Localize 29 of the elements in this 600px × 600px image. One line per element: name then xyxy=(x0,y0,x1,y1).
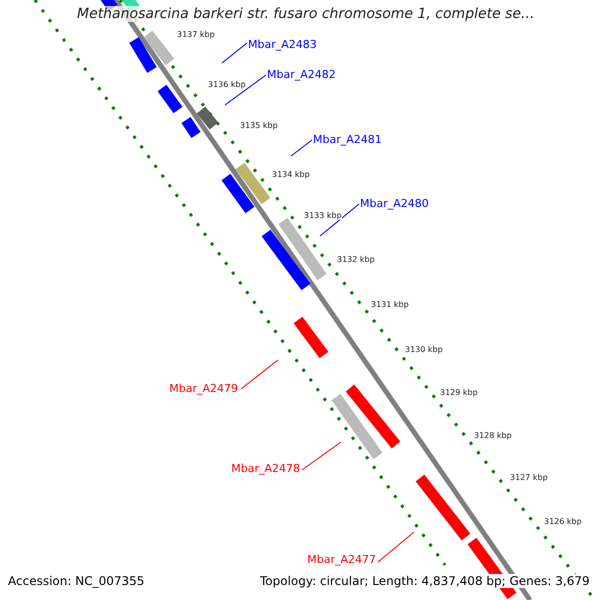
gene-label: Mbar_A2478 xyxy=(231,462,300,475)
leader-line xyxy=(320,204,360,236)
leader-line xyxy=(378,532,414,562)
gene-label: Mbar_A2477 xyxy=(307,553,376,566)
scale-label: 3130 kbp xyxy=(405,345,443,354)
scale-label: 3134 kbp xyxy=(272,170,310,179)
scale-label: 3132 kbp xyxy=(337,255,375,264)
scale-label: 3126 kbp xyxy=(544,517,582,526)
scale-label: 3133 kbp xyxy=(304,211,342,220)
leader-line xyxy=(224,74,266,106)
scale-label: 3131 kbp xyxy=(371,300,409,309)
leader-line xyxy=(240,360,278,390)
info-text: Topology: circular; Length: 4,837,408 bp; Genes: 3,679 xyxy=(260,574,590,588)
gene-label: Mbar_A2480 xyxy=(360,197,429,210)
gene-label: Mbar_A2483 xyxy=(248,38,317,51)
scale-label: 3137 kbp xyxy=(177,30,215,39)
leader-line xyxy=(302,442,342,470)
scale-label: 3128 kbp xyxy=(474,431,512,440)
leader-line xyxy=(222,42,248,64)
gene-label: Mbar_A2481 xyxy=(313,133,382,146)
scale-label: 3136 kbp xyxy=(208,80,246,89)
scale-label: 3129 kbp xyxy=(440,388,478,397)
gene-label: Mbar_A2482 xyxy=(267,68,336,81)
leader-line xyxy=(290,140,312,156)
scale-label: 3135 kbp xyxy=(240,121,278,130)
info-text: Accession: NC_007355 xyxy=(8,574,144,588)
title: Methanosarcina barkeri str. fusaro chromosome 1, complete se... xyxy=(77,6,534,22)
scale-label: 3127 kbp xyxy=(510,473,548,482)
gene-label: Mbar_A2479 xyxy=(169,382,238,395)
